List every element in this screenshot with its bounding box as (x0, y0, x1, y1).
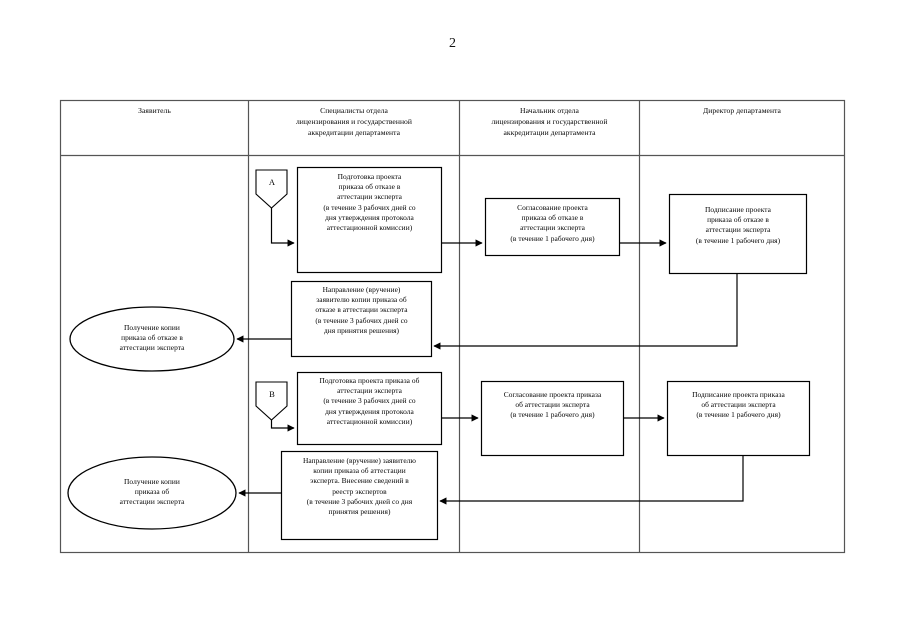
lane-header-specialists-line1: Специалисты отдела (320, 106, 388, 115)
node-prepare-attest-text: Подготовка проекта приказа об аттестации… (319, 376, 420, 426)
page-number: 2 (449, 36, 456, 51)
offpage-connector-a-label: А (268, 177, 276, 187)
offpage-connector-a (255, 169, 288, 209)
node-send-refusal-text: Направление (вручение) заявителю копии п… (315, 285, 408, 335)
lane-header-specialists: Специалисты отдела лицензирования и госу… (250, 106, 458, 138)
offpage-connector-b-label: В (269, 389, 275, 399)
node-prepare-attest (296, 371, 443, 446)
node-approve-refusal (484, 197, 621, 257)
lane-header-head: Начальник отдела лицензирования и госуда… (461, 106, 638, 138)
node-approve-attest-text: Согласование проекта приказа об аттестац… (503, 390, 602, 420)
lane-header-specialists-line3: аккредитации департамента (307, 127, 401, 137)
lane-header-specialists-line2: лицензирования и государственной (295, 116, 413, 126)
node-sign-attest (666, 380, 811, 457)
node-receive-refusal-text: Получение копии приказа об отказе в атте… (119, 323, 185, 353)
node-receive-refusal (69, 306, 235, 372)
flow-sign-refusal-to-send-refusal (433, 273, 738, 350)
node-prepare-refusal-text: Подготовка проекта приказа об отказе в а… (323, 172, 416, 233)
node-approve-attest (480, 380, 625, 457)
lane-header-applicant-line1: Заявитель (138, 106, 171, 115)
node-receive-attest (67, 456, 237, 530)
node-receive-attest-text: Получение копии приказа об аттестации эк… (119, 477, 185, 507)
lane-header-head-line2: лицензирования и государственной (491, 116, 608, 126)
node-sign-refusal (668, 193, 808, 275)
lane-header-director: Директор департамента (641, 106, 843, 117)
node-send-attest (280, 450, 439, 541)
node-approve-refusal-text: Согласование проекта приказа об отказе в… (510, 203, 595, 243)
node-send-attest-text: Направление (вручение) заявителю копии п… (303, 456, 416, 517)
node-prepare-refusal (296, 166, 443, 274)
node-sign-attest-text: Подписание проекта приказа об аттестации… (692, 390, 785, 420)
flow-b-to-prepare-attest (270, 420, 295, 432)
lane-header-head-line1: Начальник отдела (520, 106, 579, 115)
lane-header-director-line1: Директор департамента (703, 106, 781, 115)
lane-header-head-line3: аккредитации департамента (503, 127, 596, 137)
flow-a-to-prepare-refusal (270, 208, 295, 247)
flow-sign-attest-to-send-attest (439, 455, 744, 505)
node-send-refusal (290, 280, 433, 358)
offpage-connector-b (255, 381, 288, 421)
node-sign-refusal-text: Подписание проекта приказа об отказе в а… (695, 205, 781, 245)
lane-header-applicant: Заявитель (62, 106, 247, 117)
